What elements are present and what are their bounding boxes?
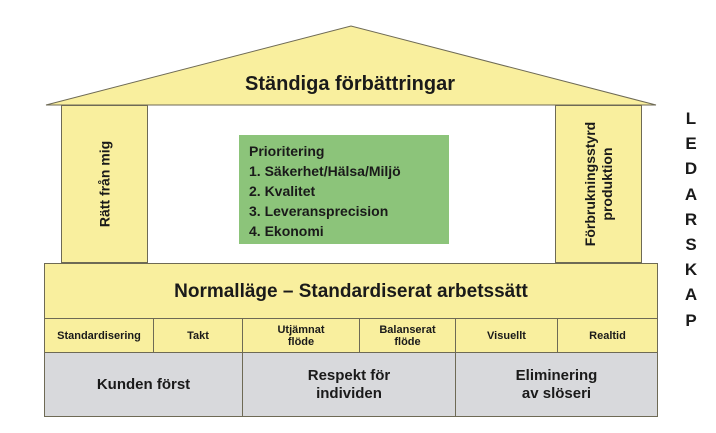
method-label: Utjämnat [277, 323, 325, 336]
priority-item: 3. Leveransprecision [249, 203, 389, 219]
leadership-letter: A [684, 285, 698, 305]
priority-box: Prioritering 1. Säkerhet/Hälsa/Miljö 2. … [239, 135, 449, 244]
method-label: Realtid [589, 329, 626, 342]
leadership-letter: K [684, 260, 698, 280]
method-label-line2: flöde [394, 335, 421, 348]
pillar-right-label: Förbrukningsstyrd produktion [582, 122, 616, 246]
base-label: Kunden först [96, 375, 191, 393]
leadership-letter: L [685, 109, 697, 128]
method-label: Visuellt [487, 329, 526, 342]
pillar-right-line1: Förbrukningsstyrd [581, 121, 598, 247]
method-label: Balanserat [379, 323, 436, 336]
leadership-letter: S [685, 234, 697, 254]
roof-title: Ständiga förbättringar [244, 73, 455, 95]
leadership-letter: R [684, 209, 698, 229]
leadership-letter: P [685, 310, 697, 330]
methods-row: Standardisering Takt Utjämnat flöde Bala… [44, 319, 658, 353]
base-cell: Respekt för individen [242, 353, 455, 417]
priority-heading: Prioritering [249, 143, 325, 159]
method-label: Takt [187, 329, 209, 342]
method-label-line2: flöde [287, 335, 315, 348]
base-cell: Eliminering av slöseri [455, 353, 658, 417]
leadership-label: L E D A R S K A P [676, 106, 706, 333]
leadership-letter: A [684, 184, 698, 204]
pillar-right-line2: produktion [598, 147, 615, 221]
leadership-letter: E [685, 134, 697, 154]
priority-item: 4. Ekonomi [249, 223, 324, 239]
method-cell: Standardisering [44, 319, 153, 353]
priority-item: 1. Säkerhet/Hälsa/Miljö [249, 163, 401, 179]
base-label-line2: individen [316, 384, 382, 402]
priority-item: 2. Kvalitet [249, 183, 316, 199]
leadership-letter: D [684, 159, 698, 179]
base-label-line2: av slöseri [521, 384, 592, 402]
base-row: Kunden först Respekt för individen Elimi… [44, 353, 658, 417]
foundation-title: Normalläge – Standardiserat arbetssätt [44, 263, 658, 319]
method-cell: Visuellt [455, 319, 557, 353]
pillar-left: Rätt från mig [61, 105, 148, 263]
pillar-right: Förbrukningsstyrd produktion [555, 105, 642, 263]
base-label: Eliminering [515, 366, 598, 384]
base-label: Respekt för [307, 366, 391, 384]
method-cell: Balanserat flöde [359, 319, 455, 353]
base-cell: Kunden först [44, 353, 242, 417]
method-cell: Takt [153, 319, 242, 353]
method-cell: Utjämnat flöde [242, 319, 359, 353]
pillar-left-label: Rätt från mig [96, 140, 112, 228]
method-cell: Realtid [557, 319, 658, 353]
method-label: Standardisering [57, 329, 141, 342]
